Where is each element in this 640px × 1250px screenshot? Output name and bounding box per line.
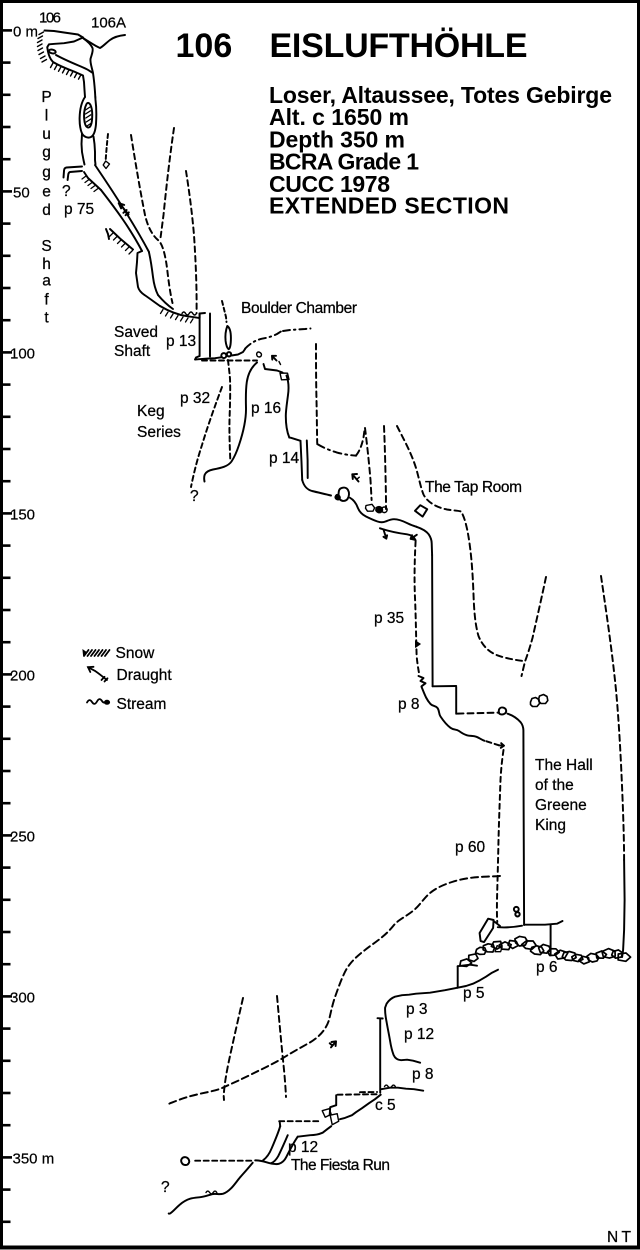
svg-text:p 75: p 75 [64, 201, 94, 218]
svg-text:u: u [42, 126, 51, 143]
svg-text:P: P [41, 89, 51, 106]
svg-text:g: g [42, 164, 51, 181]
svg-text:Alt. c 1650 m: Alt. c 1650 m [269, 104, 409, 130]
svg-text:BCRA Grade 1: BCRA Grade 1 [269, 149, 419, 175]
svg-text:100: 100 [10, 346, 35, 363]
svg-text:Snow: Snow [116, 645, 156, 662]
svg-text:p 12: p 12 [404, 1026, 434, 1043]
svg-text:p 32: p 32 [180, 390, 210, 407]
svg-text:e: e [42, 184, 51, 201]
svg-text:h: h [42, 256, 51, 273]
svg-text:200: 200 [10, 668, 35, 685]
svg-text:p 13: p 13 [166, 333, 196, 350]
svg-text:Saved: Saved [114, 324, 158, 341]
svg-text:f: f [44, 292, 49, 309]
svg-text:Greene: Greene [535, 797, 587, 814]
svg-text:t: t [44, 310, 49, 327]
svg-text:King: King [535, 817, 566, 834]
svg-text:Keg: Keg [137, 403, 165, 420]
svg-text:p 14: p 14 [269, 450, 300, 467]
svg-text:c 5: c 5 [375, 1097, 396, 1114]
svg-text:?: ? [62, 183, 71, 200]
svg-text:S: S [41, 238, 51, 255]
svg-text:150: 150 [10, 507, 35, 524]
svg-text:a: a [42, 273, 51, 290]
svg-text:?: ? [190, 488, 199, 505]
svg-text:p 8: p 8 [412, 1066, 434, 1083]
svg-text:N T: N T [607, 1229, 632, 1246]
svg-text:Shaft: Shaft [114, 343, 151, 360]
svg-text:The Fiesta Run: The Fiesta Run [291, 1157, 390, 1174]
svg-text:d: d [42, 202, 51, 219]
svg-text:p 6: p 6 [536, 959, 558, 976]
svg-text:Draught: Draught [117, 667, 173, 684]
svg-text:p 8: p 8 [398, 696, 420, 713]
svg-text:106: 106 [176, 27, 233, 65]
svg-text:Depth 350 m: Depth 350 m [269, 126, 405, 152]
svg-text:p 60: p 60 [455, 839, 486, 856]
svg-text:l: l [45, 108, 48, 125]
svg-text:p 12: p 12 [288, 1139, 318, 1156]
svg-text:g: g [42, 144, 51, 161]
svg-text:p 3: p 3 [406, 1001, 428, 1018]
svg-text:EISLUFTHÖHLE: EISLUFTHÖHLE [270, 27, 528, 65]
svg-text:Series: Series [137, 424, 181, 441]
svg-text:p 16: p 16 [251, 400, 281, 417]
svg-text:106: 106 [39, 10, 61, 27]
svg-text:The Hall: The Hall [535, 757, 593, 774]
svg-text:300: 300 [10, 990, 35, 1007]
svg-text:of the: of the [535, 777, 574, 794]
svg-text:50: 50 [13, 185, 30, 202]
svg-text:106A: 106A [91, 15, 126, 32]
svg-text:CUCC 1978: CUCC 1978 [269, 171, 390, 197]
svg-text:Loser, Altaussee, Totes Gebirg: Loser, Altaussee, Totes Gebirge [269, 82, 612, 108]
svg-text:Boulder Chamber: Boulder Chamber [241, 300, 357, 317]
svg-text:The Tap Room: The Tap Room [425, 479, 522, 496]
svg-text:p 35: p 35 [374, 610, 404, 627]
svg-text:?: ? [161, 1179, 170, 1196]
svg-text:350 m: 350 m [13, 1151, 55, 1168]
svg-text:p 5: p 5 [463, 985, 485, 1002]
svg-text:250: 250 [10, 829, 35, 846]
svg-text:EXTENDED SECTION: EXTENDED SECTION [269, 193, 509, 219]
svg-text:0 m: 0 m [13, 24, 38, 41]
svg-text:Stream: Stream [117, 696, 167, 713]
